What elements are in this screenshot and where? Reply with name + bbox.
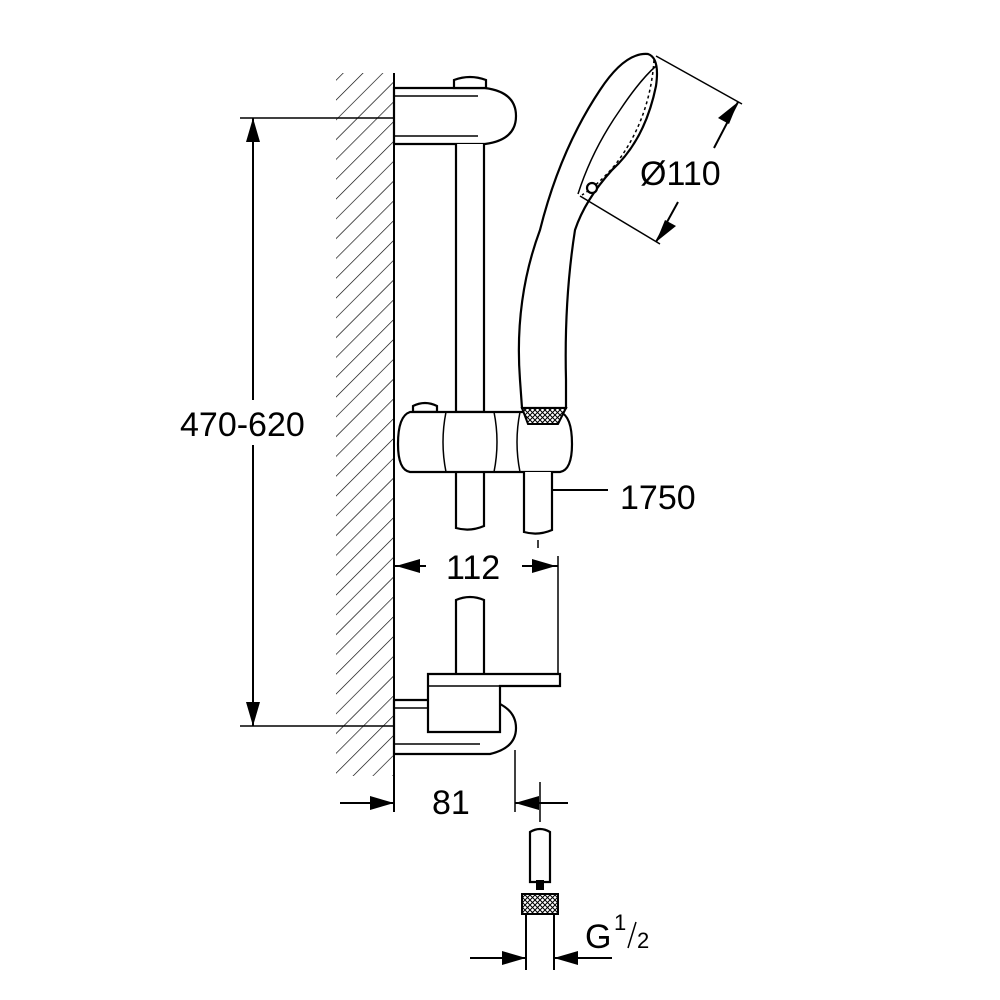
hand-shower — [517, 52, 659, 425]
dim-label-diameter: Ø110 — [640, 155, 721, 193]
shower-hose — [522, 472, 608, 548]
bottom-bracket-with-dish — [392, 672, 562, 756]
dim-label-rail-height: 470-620 — [180, 406, 305, 444]
slider-holder — [396, 401, 574, 474]
wall-hatching — [336, 73, 394, 776]
g-half-nut — [521, 893, 559, 915]
dimension-thread — [470, 951, 612, 965]
cone-connector — [520, 407, 568, 425]
dim-label-thread-g: G — [585, 918, 611, 956]
dimension-rail-height — [240, 117, 394, 727]
hose-end — [521, 827, 559, 970]
dim-label-thread-numerator: 1 — [614, 910, 626, 935]
dimension-81 — [340, 750, 568, 822]
dimension-112 — [394, 556, 559, 674]
dimension-diameter — [579, 55, 743, 245]
wall — [336, 73, 395, 812]
dim-label-thread-denominator: 2 — [637, 928, 649, 953]
top-bracket — [392, 75, 518, 146]
dim-label-hose-length: 1750 — [620, 479, 696, 517]
dim-label-81: 81 — [432, 784, 470, 822]
dim-label-112: 112 — [446, 549, 500, 587]
